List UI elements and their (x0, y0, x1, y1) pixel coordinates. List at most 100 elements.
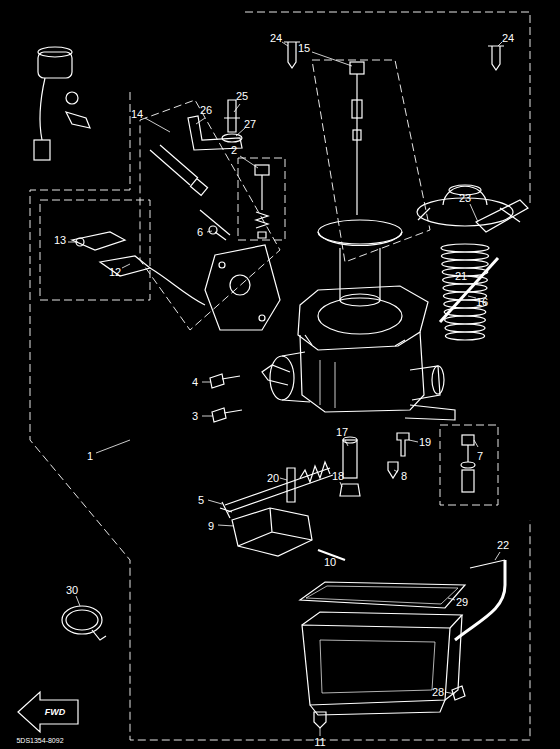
hose-clamp (62, 606, 102, 634)
jets (287, 433, 409, 502)
throttle-sensor (66, 112, 90, 128)
float-bowl (310, 700, 445, 715)
callout-number: 18 (332, 470, 344, 482)
vacuum-piston (352, 100, 362, 118)
fwd-arrow (18, 692, 78, 732)
piston-spring (441, 252, 488, 260)
carburetor-body (318, 298, 402, 334)
float-bowl (302, 625, 450, 705)
body-screws (210, 374, 333, 518)
hose-clamp (66, 610, 98, 630)
leader-lines (240, 156, 258, 168)
float (238, 508, 312, 546)
drain-hose (455, 560, 505, 640)
callout-number: 8 (401, 470, 407, 482)
jets (340, 484, 360, 496)
vacuum-piston (340, 294, 380, 306)
carburetor-body (300, 332, 424, 412)
starter-plunger (150, 145, 198, 185)
carburetor-body (270, 356, 294, 400)
piston-spring (445, 324, 485, 332)
throttle-sensor (38, 47, 72, 57)
pilot-screw (261, 175, 262, 210)
body-screws (210, 374, 240, 388)
leader-lines (202, 416, 213, 417)
float-bowl (300, 582, 465, 608)
leader-lines (68, 42, 502, 736)
leader-lines (312, 52, 352, 66)
callout-number: 14 (131, 108, 143, 120)
piston-spring (441, 244, 489, 252)
callout-number: 25 (236, 90, 248, 102)
callout-number: 17 (336, 426, 348, 438)
pilot-screw (209, 165, 269, 240)
accel-pump-parts (462, 470, 474, 492)
carburetor-body (405, 405, 455, 420)
hose-clamp (62, 606, 106, 640)
starter-plunger (190, 179, 207, 196)
jets (343, 440, 357, 478)
bracket (224, 100, 240, 132)
callout-number: 23 (459, 192, 471, 204)
drain-hose (470, 560, 505, 568)
accel-pump-parts (461, 462, 475, 468)
starter-plunger (200, 210, 230, 235)
pilot-screw (258, 232, 266, 238)
leader-lines (218, 525, 234, 526)
float-bowl (300, 582, 465, 728)
leader-lines (409, 440, 418, 442)
callout-number: 16 (476, 296, 488, 308)
callout-number: 21 (455, 270, 467, 282)
accel-pump-parts (462, 435, 474, 445)
leader-lines (280, 478, 287, 480)
accel-pump-parts (467, 445, 468, 462)
float-bowl (320, 640, 435, 693)
leader-lines (207, 231, 212, 232)
leader-lines (336, 556, 338, 558)
callout-number: 7 (477, 450, 483, 462)
carburetor-body (432, 366, 444, 394)
callout-number: 15 (298, 42, 310, 54)
float (232, 508, 312, 556)
callout-number: 28 (432, 686, 444, 698)
leader-lines (468, 296, 476, 298)
carburetor-body (305, 335, 405, 346)
fwd-arrow (18, 692, 78, 732)
dashed-frame (238, 158, 285, 240)
throttle-levers (72, 232, 125, 250)
top-cap (418, 208, 520, 222)
body-screws (220, 502, 232, 518)
callout-number: 30 (66, 584, 78, 596)
leader-lines (448, 598, 455, 600)
piston-spring (441, 244, 489, 340)
leader-lines (145, 118, 170, 132)
leader-lines (196, 118, 205, 124)
pilot-screw (255, 165, 269, 175)
jets (397, 433, 409, 456)
callout-number: 26 (200, 104, 212, 116)
note-text: FWD (45, 706, 66, 718)
callout-number: 5 (198, 494, 204, 506)
piston-spring (445, 316, 486, 324)
top-cap (476, 200, 528, 232)
callout-number: 24 (502, 32, 514, 44)
carburetor-body (282, 352, 310, 402)
carburetor-body (262, 286, 455, 420)
callout-number: 9 (208, 520, 214, 532)
carburetor-body (410, 366, 440, 400)
vent-tube (440, 258, 498, 322)
leader-lines (282, 42, 288, 46)
leader-lines (122, 264, 130, 268)
throttle-levers (150, 268, 205, 305)
accel-pump-parts (461, 435, 475, 492)
bracket (188, 100, 242, 150)
callout-number: 20 (267, 472, 279, 484)
leader-lines (320, 728, 321, 736)
top-cap (284, 42, 528, 232)
vacuum-piston (318, 220, 402, 244)
leader-lines (345, 440, 348, 446)
leader-lines (470, 204, 478, 222)
drain-hose (455, 560, 505, 640)
bracket (222, 134, 242, 142)
